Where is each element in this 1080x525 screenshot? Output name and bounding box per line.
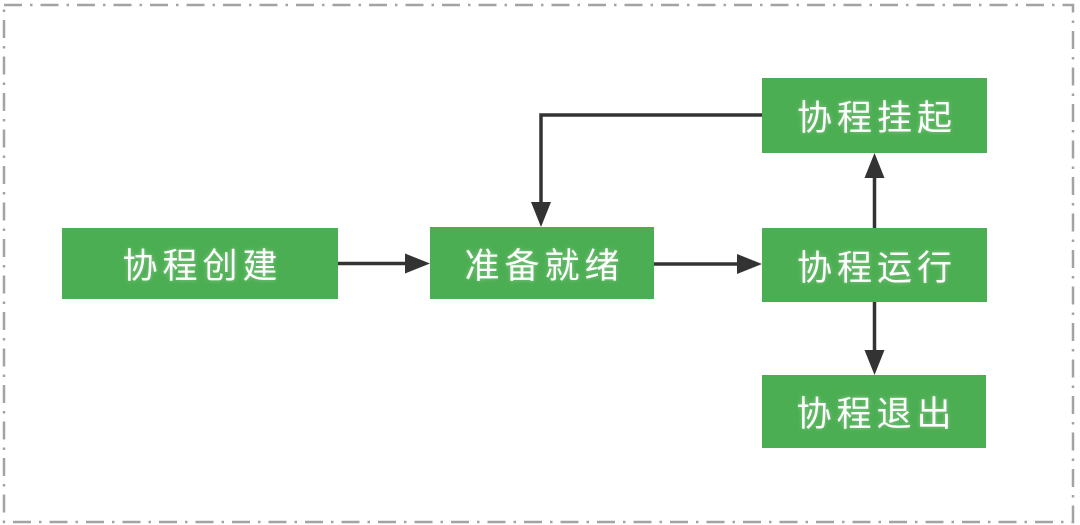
arrow-run-to-exit <box>864 302 885 375</box>
node-ready: 准备就绪 <box>430 227 654 299</box>
node-coroutine-run: 协程运行 <box>762 228 987 302</box>
arrow-run-to-suspend <box>864 153 885 228</box>
arrow-suspend-to-ready <box>531 113 762 227</box>
arrow-ready-to-run <box>654 254 762 274</box>
arrow-create-to-ready <box>338 253 430 274</box>
node-coroutine-suspend: 协程挂起 <box>762 78 987 153</box>
node-coroutine-exit: 协程退出 <box>762 375 986 448</box>
node-coroutine-create: 协程创建 <box>62 228 338 299</box>
